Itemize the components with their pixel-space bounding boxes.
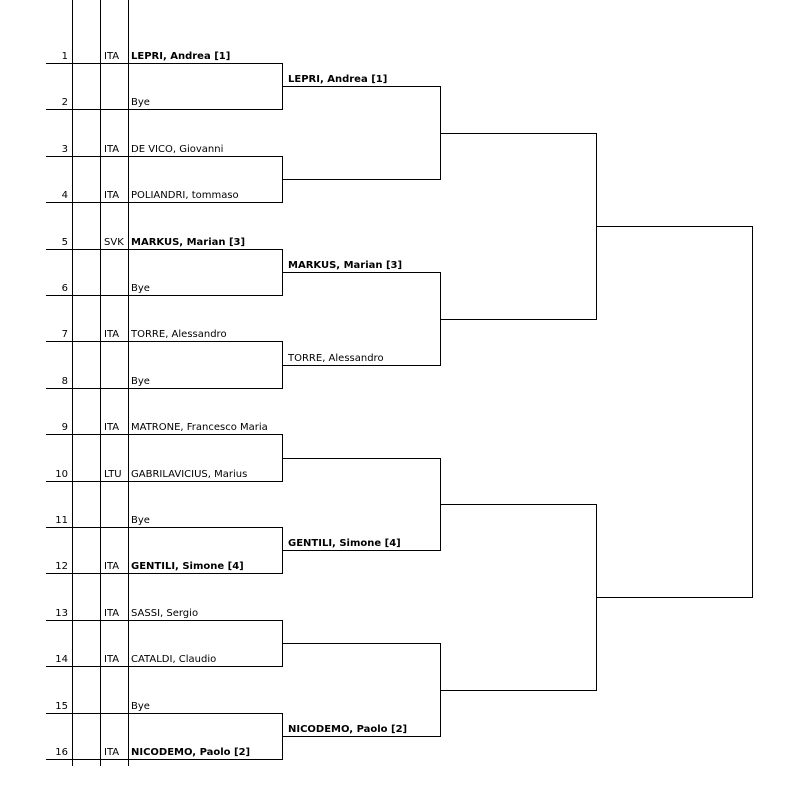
entry-line (46, 713, 282, 714)
entry-nation: ITA (104, 190, 120, 201)
entry-line (46, 109, 282, 110)
entry-seed: 9 (61, 422, 68, 433)
entry-player-name: POLIANDRI, tommaso (131, 190, 239, 201)
entry-nation: ITA (104, 51, 120, 62)
entry-line (46, 156, 282, 157)
entry-nation: ITA (104, 654, 120, 665)
entry-line (46, 63, 282, 64)
entry-nation: ITA (104, 329, 120, 340)
r3-line (440, 133, 596, 134)
entry-player-name: Bye (131, 701, 150, 712)
entry-player-name: LEPRI, Andrea [1] (131, 51, 231, 62)
entry-line (46, 527, 282, 528)
entry-nation: ITA (104, 422, 120, 433)
r4-connector (752, 226, 753, 598)
r3-line (440, 319, 596, 320)
entry-player-name: SASSI, Sergio (131, 608, 199, 619)
entry-line (46, 249, 282, 250)
entry-player-name: NICODEMO, Paolo [2] (131, 747, 251, 758)
r2-line (282, 643, 440, 644)
entry-player-name: GENTILI, Simone [4] (131, 561, 244, 572)
entry-line (46, 573, 282, 574)
entry-seed: 3 (61, 144, 68, 155)
entry-player-name: GABRILAVICIUS, Marius (131, 469, 248, 480)
entry-seed: 7 (61, 329, 68, 340)
entry-seed: 12 (55, 561, 68, 572)
r2-line (282, 365, 440, 366)
entry-player-name: MATRONE, Francesco Maria (131, 422, 268, 433)
col-divider-1 (72, 0, 73, 766)
r4-line (596, 226, 752, 227)
r2-line (282, 86, 440, 87)
entry-player-name: Bye (131, 376, 150, 387)
r2-player-name: NICODEMO, Paolo [2] (288, 724, 408, 735)
entry-player-name: DE VICO, Giovanni (131, 144, 224, 155)
entry-line (46, 341, 282, 342)
r2-player-name: MARKUS, Marian [3] (288, 260, 403, 271)
entry-line (46, 481, 282, 482)
entry-nation: SVK (104, 237, 124, 248)
entry-line (46, 202, 282, 203)
entry-seed: 13 (55, 608, 68, 619)
entry-line (46, 620, 282, 621)
entry-seed: 14 (55, 654, 68, 665)
entry-nation: ITA (104, 144, 120, 155)
entry-line (46, 295, 282, 296)
r2-line (282, 550, 440, 551)
entry-line (46, 759, 282, 760)
entry-nation: ITA (104, 608, 120, 619)
entry-seed: 6 (61, 283, 68, 294)
entry-nation: LTU (104, 469, 122, 480)
entry-nation: ITA (104, 561, 120, 572)
entry-player-name: Bye (131, 97, 150, 108)
entry-seed: 15 (55, 701, 68, 712)
entry-seed: 1 (61, 51, 68, 62)
r2-player-name: TORRE, Alessandro (288, 353, 384, 364)
col-divider-2 (100, 0, 101, 766)
r2-line (282, 179, 440, 180)
r2-line (282, 458, 440, 459)
entry-player-name: TORRE, Alessandro (131, 329, 227, 340)
entry-line (46, 666, 282, 667)
entry-seed: 10 (55, 469, 68, 480)
entry-line (46, 434, 282, 435)
r2-player-name: GENTILI, Simone [4] (288, 538, 401, 549)
r3-line (440, 690, 596, 691)
entry-player-name: Bye (131, 515, 150, 526)
entry-seed: 2 (61, 97, 68, 108)
entry-seed: 11 (55, 515, 68, 526)
r3-line (440, 504, 596, 505)
r2-player-name: LEPRI, Andrea [1] (288, 74, 388, 85)
entry-seed: 16 (55, 747, 68, 758)
r2-line (282, 736, 440, 737)
entry-player-name: Bye (131, 283, 150, 294)
r4-line (596, 597, 752, 598)
entry-line (46, 388, 282, 389)
entry-seed: 5 (61, 237, 68, 248)
entry-player-name: MARKUS, Marian [3] (131, 237, 246, 248)
r2-line (282, 272, 440, 273)
entry-player-name: CATALDI, Claudio (131, 654, 217, 665)
col-divider-3 (128, 0, 129, 766)
entry-seed: 4 (61, 190, 68, 201)
entry-nation: ITA (104, 747, 120, 758)
entry-seed: 8 (61, 376, 68, 387)
